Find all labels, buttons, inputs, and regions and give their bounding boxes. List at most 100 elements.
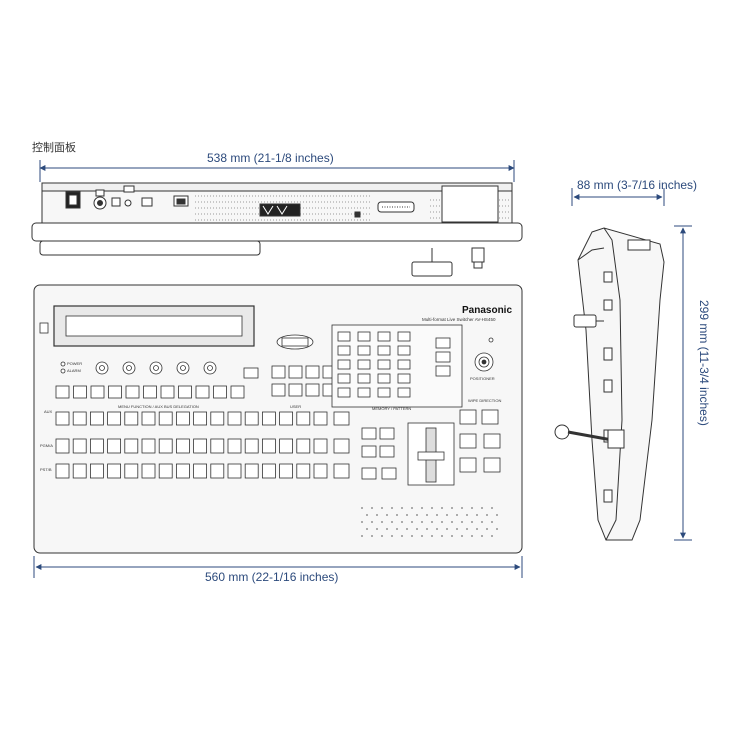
transition-button[interactable] — [361, 445, 377, 458]
aux-bus-button[interactable] — [175, 411, 190, 426]
pgm-bus-button[interactable] — [107, 438, 121, 454]
pgm-bus-button[interactable] — [158, 438, 173, 454]
user-button[interactable] — [271, 383, 286, 397]
aux-bus-button[interactable] — [124, 411, 139, 426]
transition-button[interactable] — [361, 467, 377, 480]
memory-button[interactable] — [377, 331, 391, 342]
menu-function-button[interactable] — [178, 385, 192, 399]
menu-function-button[interactable] — [143, 385, 157, 399]
wipe-direction-button[interactable] — [459, 409, 477, 425]
pgm-bus-button[interactable] — [296, 438, 311, 454]
pst-bus-button[interactable] — [261, 463, 276, 479]
pst-bus-button[interactable] — [244, 463, 259, 479]
user-button[interactable] — [305, 365, 320, 379]
aux-bus-button[interactable] — [90, 411, 104, 426]
memory-button[interactable] — [337, 387, 351, 398]
aux-bus-button[interactable] — [55, 411, 70, 426]
pst-bus-button[interactable] — [210, 463, 225, 479]
aux-bus-button[interactable] — [244, 411, 259, 426]
pgm-bus-button[interactable] — [313, 438, 328, 454]
pst-bus-button[interactable] — [72, 463, 87, 479]
menu-function-button[interactable] — [160, 385, 175, 399]
pst-bus-button[interactable] — [90, 463, 104, 479]
pst-bus-button[interactable] — [193, 463, 208, 479]
shift-button[interactable] — [333, 463, 350, 479]
transition-button[interactable] — [379, 445, 395, 458]
pst-bus-button[interactable] — [55, 463, 70, 479]
memory-button[interactable] — [377, 359, 391, 370]
shift-button[interactable] — [333, 411, 350, 426]
pst-bus-button[interactable] — [313, 463, 328, 479]
menu-function-button[interactable] — [90, 385, 105, 399]
pgm-bus-button[interactable] — [261, 438, 276, 454]
memory-button[interactable] — [377, 345, 391, 356]
pst-bus-button[interactable] — [279, 463, 294, 479]
pgm-bus-button[interactable] — [175, 438, 190, 454]
aux-bus-button[interactable] — [279, 411, 294, 426]
wipe-direction-button[interactable] — [481, 409, 499, 425]
user-button[interactable] — [271, 365, 286, 379]
pst-bus-button[interactable] — [296, 463, 311, 479]
aux-bus-button[interactable] — [141, 411, 156, 426]
aux-bus-button[interactable] — [193, 411, 208, 426]
menu-function-button[interactable] — [73, 385, 87, 399]
memory-button[interactable] — [397, 373, 411, 384]
wipe-direction-button[interactable] — [483, 433, 501, 449]
pgm-bus-button[interactable] — [90, 438, 104, 454]
memory-button[interactable] — [337, 345, 351, 356]
memory-button[interactable] — [337, 373, 351, 384]
menu-function-button[interactable] — [125, 385, 140, 399]
memory-button[interactable] — [357, 359, 371, 370]
shift-button[interactable] — [333, 438, 350, 454]
transition-button[interactable] — [381, 467, 397, 480]
page-button[interactable] — [435, 337, 451, 349]
pgm-bus-button[interactable] — [141, 438, 156, 454]
memory-button[interactable] — [357, 373, 371, 384]
memory-button[interactable] — [357, 387, 371, 398]
transition-button[interactable] — [379, 427, 395, 440]
transition-button[interactable] — [361, 427, 377, 440]
memory-button[interactable] — [337, 359, 351, 370]
aux-bus-button[interactable] — [313, 411, 328, 426]
pst-bus-button[interactable] — [124, 463, 139, 479]
aux-bus-button[interactable] — [227, 411, 242, 426]
memory-button[interactable] — [357, 331, 371, 342]
wipe-direction-button[interactable] — [459, 433, 477, 449]
menu-function-button[interactable] — [195, 385, 210, 399]
menu-function-button[interactable] — [230, 385, 245, 399]
aux-bus-button[interactable] — [261, 411, 276, 426]
pgm-bus-button[interactable] — [210, 438, 225, 454]
memory-button[interactable] — [337, 331, 351, 342]
aux-bus-button[interactable] — [158, 411, 173, 426]
pgm-bus-button[interactable] — [124, 438, 139, 454]
memory-button[interactable] — [397, 331, 411, 342]
aux-bus-button[interactable] — [296, 411, 311, 426]
aux-bus-button[interactable] — [72, 411, 87, 426]
pst-bus-button[interactable] — [141, 463, 156, 479]
pgm-bus-button[interactable] — [244, 438, 259, 454]
page-button[interactable] — [435, 365, 451, 377]
aux-bus-button[interactable] — [210, 411, 225, 426]
pst-bus-button[interactable] — [175, 463, 190, 479]
memory-button[interactable] — [397, 359, 411, 370]
memory-button[interactable] — [397, 387, 411, 398]
pgm-bus-button[interactable] — [279, 438, 294, 454]
aux-bus-button[interactable] — [107, 411, 121, 426]
user-button[interactable] — [288, 383, 303, 397]
pgm-bus-button[interactable] — [227, 438, 242, 454]
memory-button[interactable] — [357, 345, 371, 356]
memory-button[interactable] — [397, 345, 411, 356]
wipe-direction-button[interactable] — [483, 457, 501, 473]
pst-bus-button[interactable] — [158, 463, 173, 479]
menu-function-button[interactable] — [55, 385, 70, 399]
wipe-direction-button[interactable] — [459, 457, 477, 473]
memory-button[interactable] — [377, 387, 391, 398]
user-button[interactable] — [305, 383, 320, 397]
pgm-bus-button[interactable] — [193, 438, 208, 454]
memory-button[interactable] — [377, 373, 391, 384]
menu-function-button[interactable] — [108, 385, 122, 399]
menu-function-button[interactable] — [213, 385, 227, 399]
pgm-bus-button[interactable] — [55, 438, 70, 454]
page-button[interactable] — [435, 351, 451, 363]
pst-bus-button[interactable] — [107, 463, 121, 479]
